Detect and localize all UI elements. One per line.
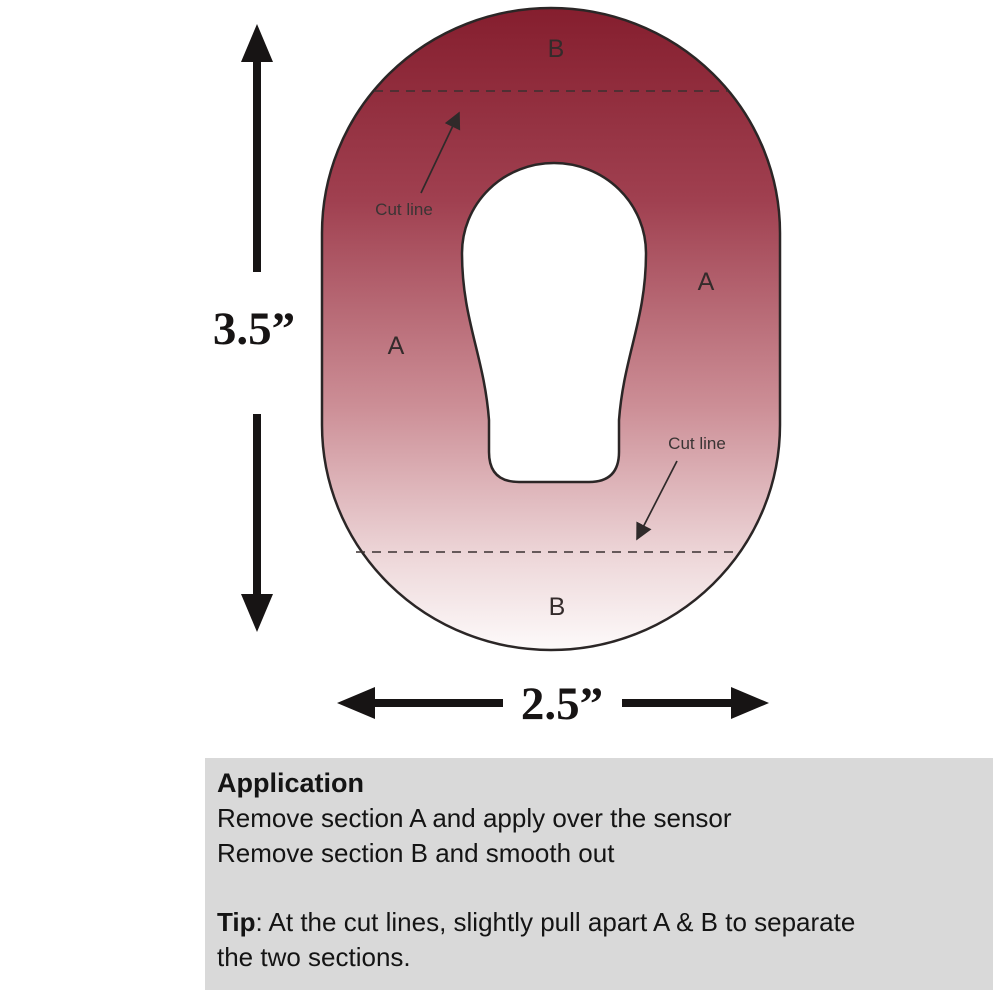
height-dimension-arrow [241,24,273,632]
section-b-top-label: B [548,35,565,63]
cut-line-top-arrow [420,111,461,194]
tip-text: : At the cut lines, slightly pull apart … [217,907,856,972]
cut-line-bottom-label: Cut line [668,434,726,453]
instructions-line-1: Remove section A and apply over the sens… [217,803,732,833]
instructions-line-2: Remove section B and smooth out [217,838,615,868]
height-dimension-label: 3.5” [213,303,295,355]
tip-label: Tip [217,907,256,937]
instructions-tip: Tip: At the cut lines, slightly pull apa… [217,905,877,975]
section-a-left-label: A [388,332,405,360]
application-instructions: Application Remove section A and apply o… [205,758,993,990]
cut-line-bottom-arrow [636,460,678,541]
section-b-bottom-label: B [549,593,566,621]
patch-diagram: B A A B Cut line Cut line 3.5” 2.5” [213,6,782,730]
instructions-heading: Application [217,768,364,798]
section-a-right-label: A [698,268,715,296]
width-dimension-label: 2.5” [521,678,603,730]
width-dimension-arrow [337,687,769,719]
cut-line-top-label: Cut line [375,200,433,219]
patch-shape [320,6,782,652]
